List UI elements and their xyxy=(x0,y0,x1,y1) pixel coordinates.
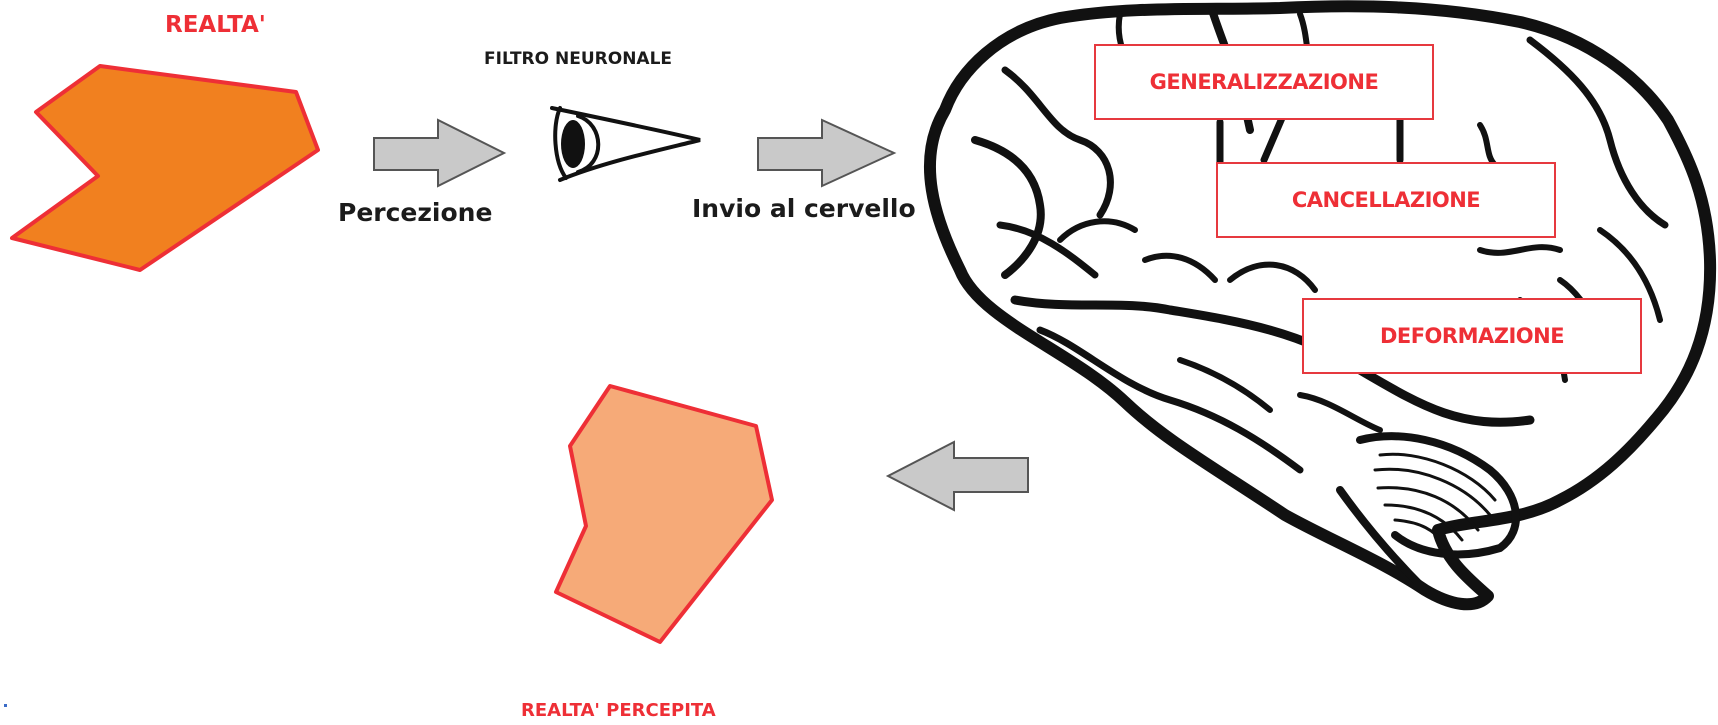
deletion-label: CANCELLAZIONE xyxy=(1291,188,1481,212)
generalization-label: GENERALIZZAZIONE xyxy=(1149,70,1379,94)
reality-label: REALTA' xyxy=(165,12,266,38)
perceived-reality-shape xyxy=(554,384,774,644)
neural-filter-label: FILTRO NEURONALE xyxy=(484,49,673,69)
eye-icon xyxy=(550,106,701,182)
reality-shape xyxy=(10,64,320,272)
send-to-brain-arrow xyxy=(757,118,897,188)
distortion-box: DEFORMAZIONE xyxy=(1302,298,1642,374)
return-arrow xyxy=(885,440,1029,512)
distortion-label: DEFORMAZIONE xyxy=(1379,324,1565,348)
deletion-box: CANCELLAZIONE xyxy=(1216,162,1556,238)
send-to-brain-label: Invio al cervello xyxy=(692,194,916,223)
corner-dot xyxy=(4,704,7,707)
generalization-box: GENERALIZZAZIONE xyxy=(1094,44,1434,120)
perception-arrow xyxy=(373,118,507,188)
perception-label: Percezione xyxy=(338,198,493,227)
perceived-reality-label: REALTA' PERCEPITA xyxy=(521,700,716,721)
